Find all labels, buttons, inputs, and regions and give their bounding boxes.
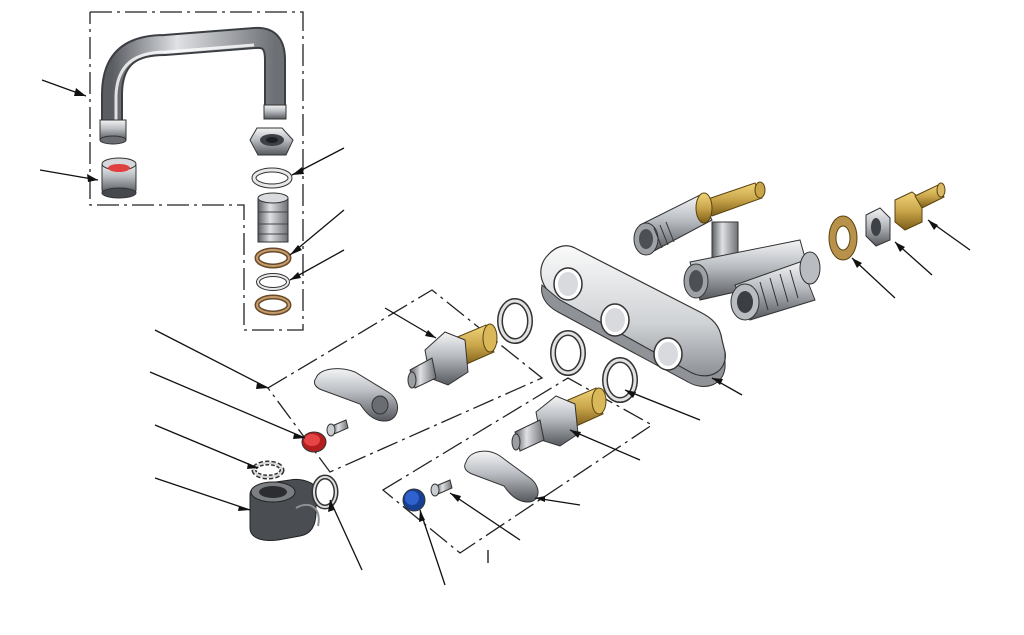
spout-base-part [257, 192, 289, 243]
seal-ring-part [550, 330, 586, 376]
o-ring-part [254, 294, 292, 316]
spout-washer-part [251, 167, 293, 189]
supply-nut-part [865, 207, 891, 247]
hot-handle-part [313, 368, 398, 422]
cold-group-frame [381, 377, 654, 554]
red-index-button-part [301, 431, 327, 453]
washer-part [828, 215, 858, 261]
spout-part [99, 26, 287, 145]
lock-washer-part [251, 460, 285, 480]
supply-shank-part [894, 182, 946, 231]
faucet-body-plate-part [540, 245, 726, 387]
cold-cartridge-part [511, 387, 607, 452]
seal-ring-part [497, 298, 533, 344]
blue-index-button-part [402, 488, 426, 512]
cold-handle-part [464, 450, 539, 503]
aerator-part [101, 157, 137, 199]
o-ring-part [254, 247, 292, 269]
spout-group-frame [89, 11, 304, 331]
o-ring-part [311, 474, 339, 510]
screw-part [326, 419, 349, 437]
seal-ring-part [602, 357, 638, 403]
base-elbow-part [249, 479, 320, 541]
o-ring-part [256, 273, 290, 291]
screw-part [430, 479, 453, 497]
inlet-tee-part [633, 181, 821, 321]
spout-nut-part [249, 127, 294, 156]
hot-cartridge-part [407, 323, 498, 389]
arrowheads [74, 88, 938, 522]
